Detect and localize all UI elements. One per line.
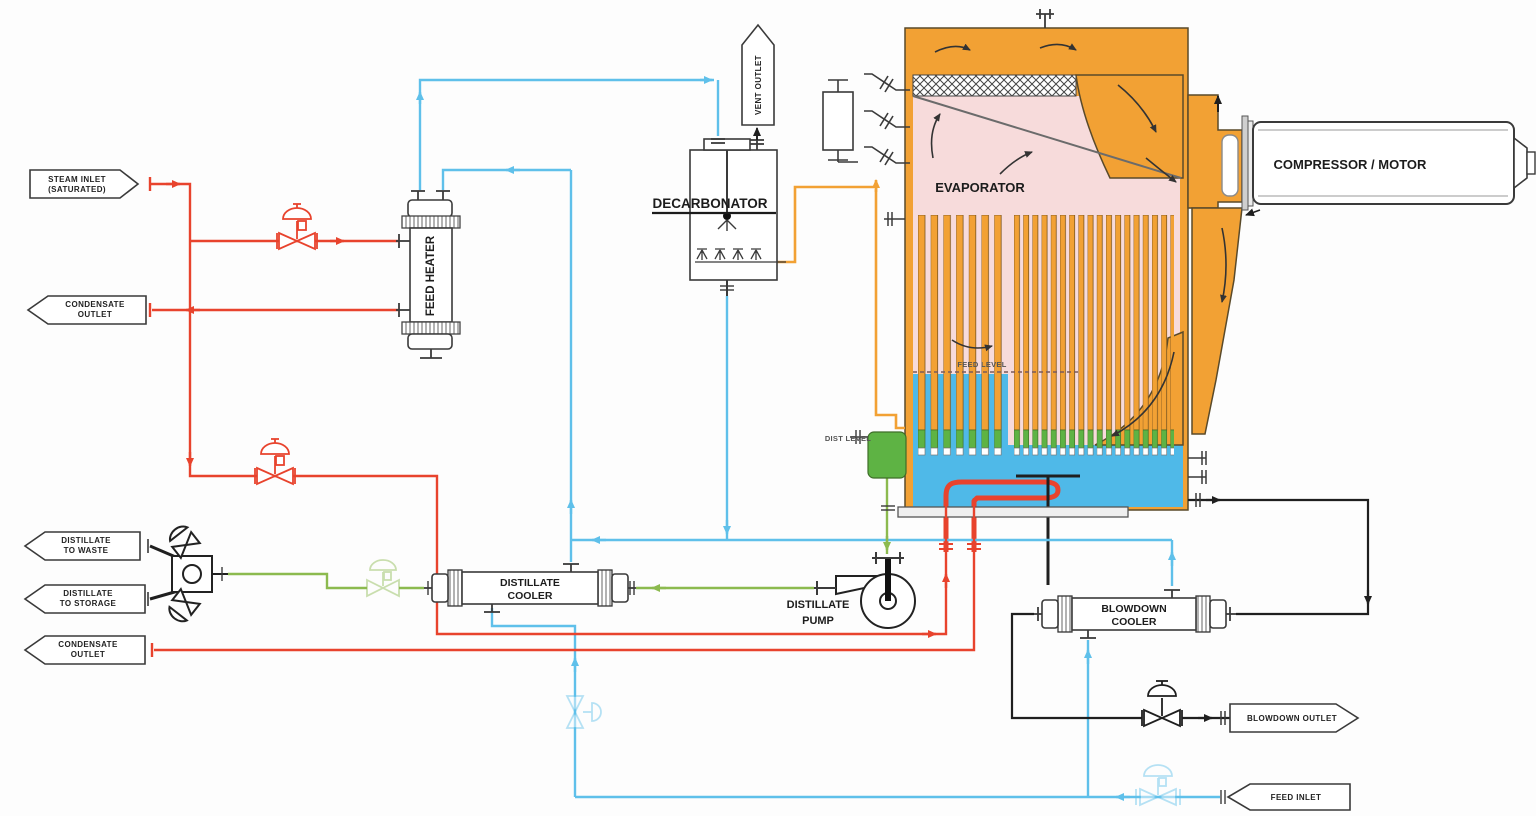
tag-distillate-to-waste: [23, 531, 141, 561]
waste-branch-valve: [168, 525, 202, 560]
storage-branch-valve: [168, 587, 202, 623]
sight-glass: [822, 91, 854, 151]
svg-text:(SATURATED): (SATURATED): [48, 185, 106, 194]
svg-text:CONDENSATE: CONDENSATE: [58, 640, 118, 649]
flow-arrow: [951, 339, 993, 352]
evaporator-top-vent: [1036, 9, 1054, 28]
feed-heater: FEED HEATER: [396, 190, 461, 359]
feed-control-valve: [1135, 764, 1181, 807]
flow-arrow: [930, 113, 941, 159]
demister-pad: [912, 74, 1077, 97]
svg-text:PUMP: PUMP: [802, 615, 834, 627]
distillate-cooler: DISTILLATE COOLER: [424, 563, 636, 613]
svg-text:BLOWDOWN OUTLET: BLOWDOWN OUTLET: [1247, 714, 1337, 723]
svg-text:COOLER: COOLER: [1112, 616, 1157, 628]
evaporator-label: EVAPORATOR: [935, 180, 1025, 195]
tube-bundle-right: [1014, 215, 1174, 456]
tag-feed-inlet: [1226, 783, 1351, 811]
tag-distillate-to-storage: [23, 584, 146, 614]
expansion-bellows: [1221, 134, 1239, 197]
tag-blowdown-outlet: [1229, 703, 1360, 733]
compressor-label: COMPRESSOR / MOTOR: [1274, 157, 1427, 172]
svg-text:DISTILLATE: DISTILLATE: [61, 536, 111, 545]
svg-text:CONDENSATE: CONDENSATE: [65, 300, 125, 309]
evaporator-left-nozzle: [884, 212, 905, 226]
svg-text:STEAM INLET: STEAM INLET: [48, 175, 106, 184]
blowdown-cooler-label: BLOWDOWN: [1101, 603, 1166, 615]
distillate-piping: [228, 478, 895, 595]
dist-level-label: DIST LEVEL: [825, 434, 871, 443]
svg-text:VENT OUTLET: VENT OUTLET: [754, 55, 763, 115]
steam-control-valve: [276, 203, 318, 251]
condensate-control-valve: [254, 438, 296, 486]
svg-text:TO STORAGE: TO STORAGE: [60, 599, 117, 608]
vapor-dome-channel: [1075, 74, 1184, 179]
decarbonator-label: DECARBONATOR: [652, 196, 767, 211]
compressor-shaft-end: [1513, 136, 1528, 190]
flow-arrow: [999, 151, 1033, 175]
compressor-group: COMPRESSOR / MOTOR: [1187, 94, 1536, 435]
decarbonator: DECARBONATOR: [652, 127, 786, 296]
feed-heater-label: FEED HEATER: [425, 235, 437, 316]
feed-level-label: FEED LEVEL: [957, 360, 1006, 369]
tube-bundle-left: [918, 215, 1002, 456]
tag-steam-inlet: [29, 169, 140, 199]
evaporator-vessel: FEED LEVEL EVAPORATOR: [884, 9, 1207, 585]
tag-condensate-outlet-bottom: [23, 635, 146, 665]
svg-text:DISTILLATE: DISTILLATE: [63, 589, 113, 598]
spray-nozzles: [695, 248, 786, 263]
distillate-level-pot: DIST LEVEL: [825, 430, 907, 479]
feed-isolation-valve: [565, 695, 602, 729]
svg-text:COOLER: COOLER: [508, 590, 553, 602]
distillate-cooler-label: DISTILLATE: [500, 577, 560, 589]
compressor-flange: [1241, 115, 1249, 211]
flow-arrow: [1039, 43, 1077, 51]
level-gauge-group: [822, 73, 910, 166]
distillate-pump-label: DISTILLATE: [787, 599, 850, 611]
distillate-pump: DISTILLATE PUMP: [787, 552, 916, 629]
flow-arrow: [934, 43, 971, 53]
steam-piping: [148, 177, 981, 657]
distillate-control-valve: [366, 559, 400, 598]
tag-condensate-outlet-top: [26, 295, 147, 325]
compressor-discharge-duct: [1191, 207, 1243, 435]
tags: STEAM INLET (SATURATED) CONDENSATE OUTLE…: [23, 23, 1360, 811]
seal-line-arrow: [1245, 208, 1261, 217]
blowdown-control-valve: [1141, 680, 1183, 728]
tag-vent-outlet: [741, 23, 775, 126]
svg-text:TO WASTE: TO WASTE: [64, 546, 109, 555]
feed-heater-nozzles: [396, 190, 450, 359]
evaporator-right-nozzles: [1188, 451, 1207, 484]
evaporator-base-plate: [897, 506, 1129, 518]
baffle-diagonal: [912, 95, 1182, 179]
steam-coil: [943, 479, 1061, 552]
diverter-valve-assembly: [147, 525, 228, 623]
feed-piping: [416, 76, 1226, 804]
flow-arrow: [1111, 351, 1175, 437]
flow-arrow: [1220, 227, 1227, 303]
wall-tap-connections: [864, 73, 910, 166]
blowdown-piping: [1010, 493, 1372, 725]
svg-text:FEED INLET: FEED INLET: [1271, 793, 1322, 802]
flow-arrow: [1117, 84, 1157, 133]
svg-text:OUTLET: OUTLET: [78, 310, 112, 319]
vapor-piping: [772, 179, 905, 430]
blowdown-cooler: BLOWDOWN COOLER: [1034, 589, 1236, 639]
flow-arrow: [1145, 157, 1177, 183]
svg-text:OUTLET: OUTLET: [71, 650, 105, 659]
